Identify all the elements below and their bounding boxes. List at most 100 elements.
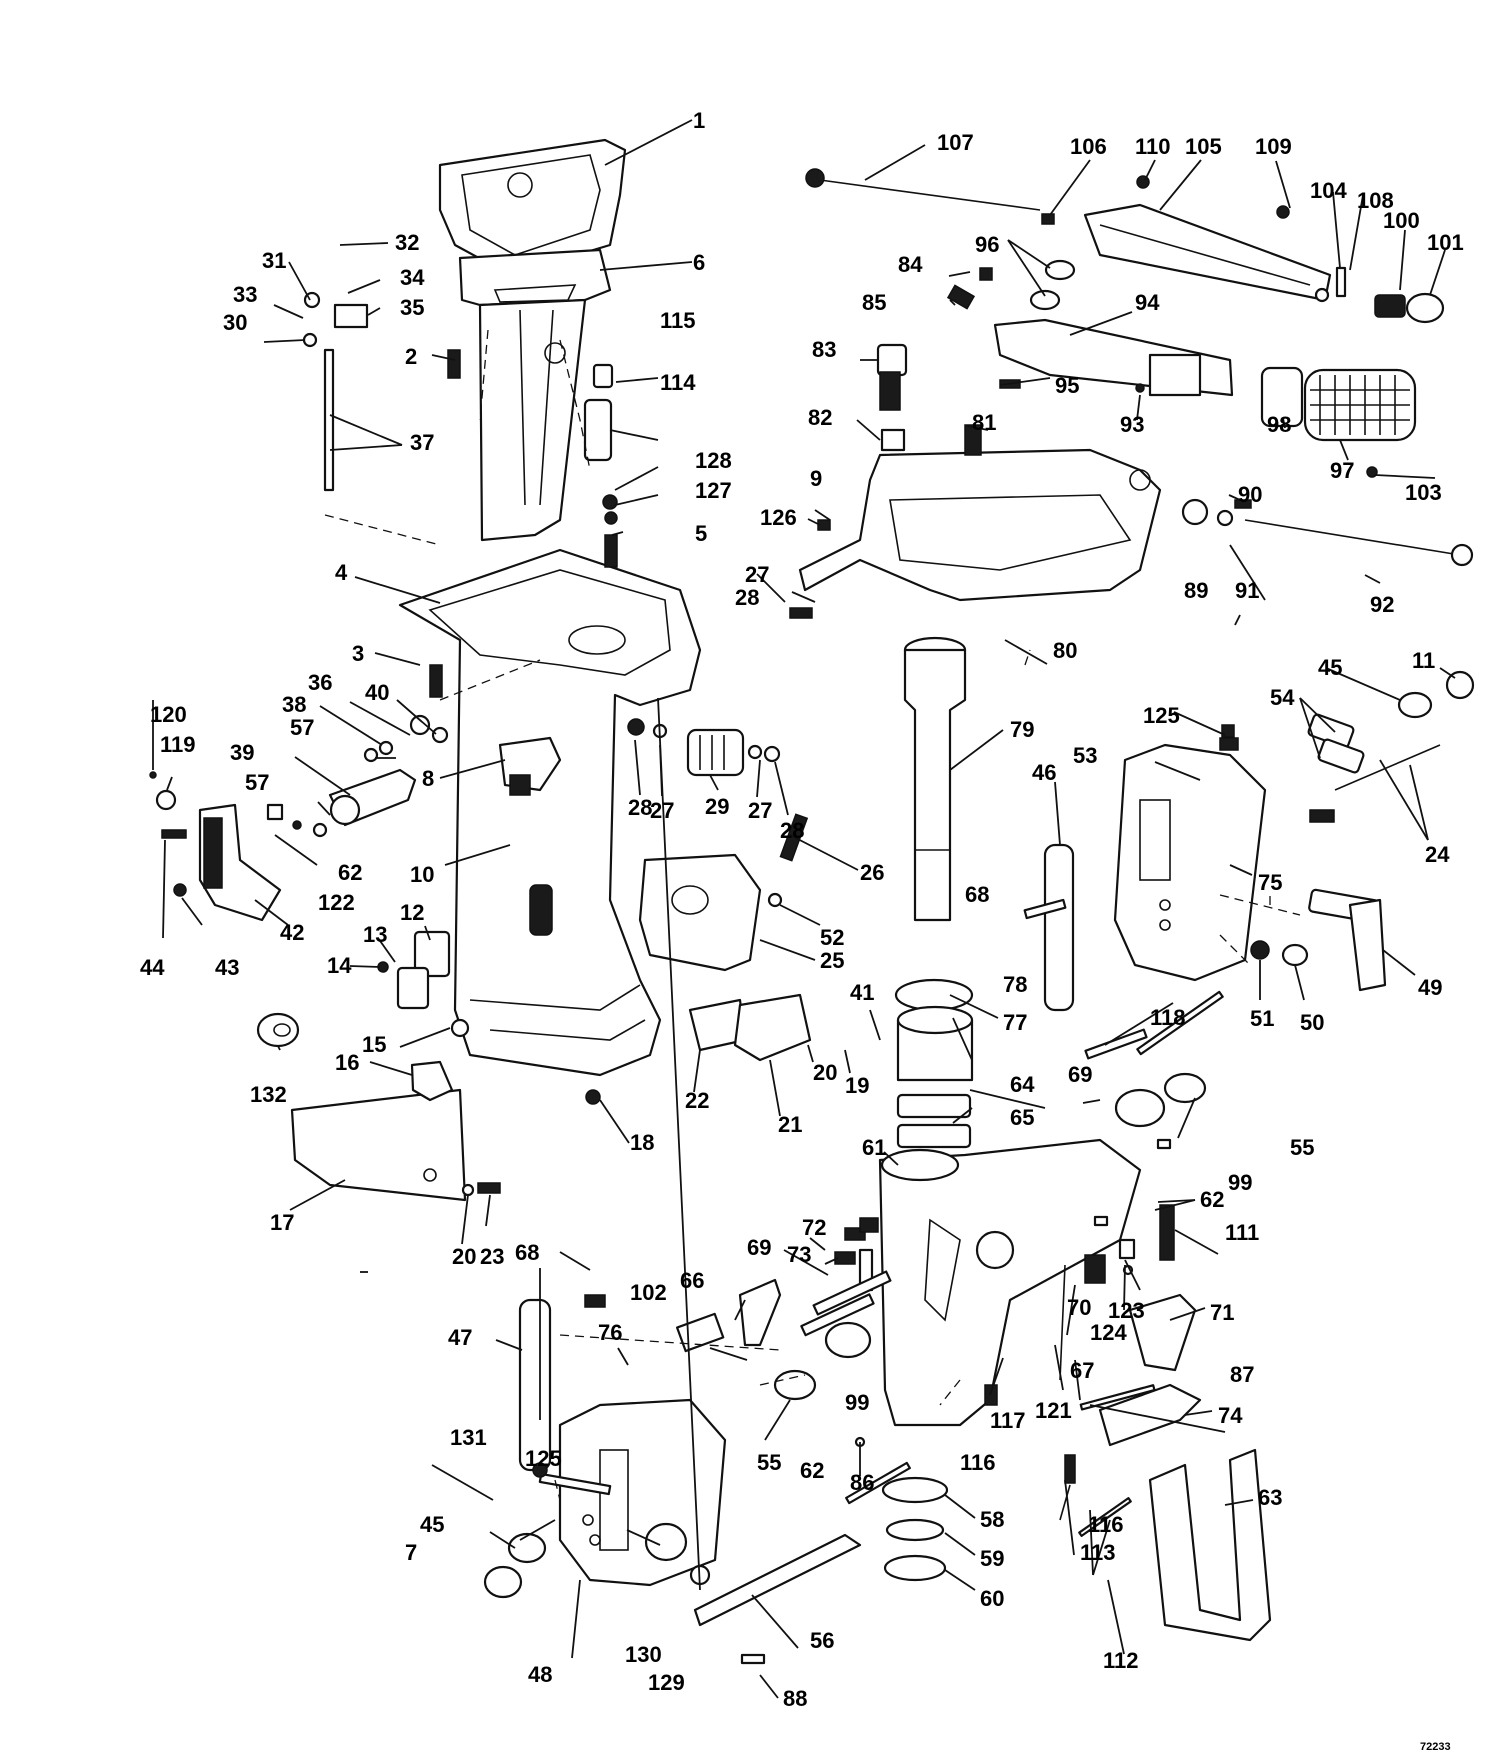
callout-8: 8 [422, 766, 434, 791]
callout-63: 63 [1258, 1485, 1282, 1510]
callout-28a: 28 [735, 585, 759, 610]
callout-22: 22 [685, 1088, 709, 1113]
callout-17: 17 [270, 1210, 294, 1235]
part-97-grip [1303, 368, 1417, 442]
callout-85: 85 [862, 290, 886, 315]
callout-7: 7 [405, 1540, 417, 1565]
callout-55b: 55 [757, 1450, 781, 1475]
part-46-47-links [518, 843, 1075, 1472]
callout-29: 29 [705, 794, 729, 819]
callout-62a: 62 [1200, 1187, 1224, 1212]
callout-79: 79 [1010, 717, 1034, 742]
callout-126: 126 [760, 505, 797, 530]
callout-77: 77 [1003, 1010, 1027, 1035]
callout-13: 13 [363, 922, 387, 947]
callout-37: 37 [410, 430, 434, 455]
callout-116a: 116 [960, 1450, 996, 1475]
callout-58: 58 [980, 1507, 1004, 1532]
callout-49: 49 [1418, 975, 1442, 1000]
callout-34: 34 [400, 265, 425, 290]
callout-68b: 68 [515, 1240, 539, 1265]
callout-5: 5 [695, 521, 707, 546]
callout-125b: 125 [525, 1446, 562, 1471]
callout-115: 115 [660, 308, 696, 333]
callout-42: 42 [280, 920, 304, 945]
callout-107: 107 [937, 130, 974, 155]
callout-90: 90 [1238, 482, 1262, 507]
callout-102: 102 [630, 1280, 667, 1305]
callout-36: 36 [308, 670, 332, 695]
callout-113: 113 [1080, 1540, 1116, 1565]
callout-127: 127 [695, 478, 732, 503]
callout-81: 81 [972, 410, 996, 435]
callout-25: 25 [820, 948, 844, 973]
part-56-tilt-lever [693, 1533, 862, 1627]
part-16-cushion [410, 1060, 454, 1102]
callout-87: 87 [1230, 1362, 1254, 1387]
part-29-mount [686, 728, 745, 777]
callout-69b: 69 [747, 1235, 771, 1260]
callout-124: 124 [1090, 1320, 1127, 1345]
callout-53: 53 [1073, 743, 1097, 768]
callout-97: 97 [1330, 458, 1354, 483]
callout-83: 83 [812, 337, 836, 362]
callout-129: 129 [648, 1670, 685, 1695]
part-53-clamp-bracket-right [1113, 743, 1267, 982]
part-63-bracket [1148, 1448, 1272, 1642]
callout-88: 88 [783, 1686, 807, 1711]
callout-31: 31 [262, 248, 286, 273]
callout-32: 32 [395, 230, 419, 255]
callout-27b: 27 [748, 798, 772, 823]
callout-84: 84 [898, 252, 923, 277]
callout-38: 38 [282, 692, 306, 717]
callout-43: 43 [215, 955, 239, 980]
callout-26: 26 [860, 860, 884, 885]
part-8-grommet [498, 736, 562, 796]
callout-labels: 1 2 3 4 5 6 7 8 9 10 11 12 13 14 15 16 1… [140, 108, 1464, 1753]
callout-28b: 28 [780, 818, 804, 843]
callout-65: 65 [1010, 1105, 1034, 1130]
callout-46: 46 [1032, 760, 1056, 785]
callout-66: 66 [680, 1268, 704, 1293]
callout-71: 71 [1210, 1300, 1234, 1325]
callout-82: 82 [808, 405, 832, 430]
part-107-throttle-cable [805, 168, 1041, 211]
callout-57a: 57 [290, 715, 314, 740]
part-25-plate [638, 853, 762, 972]
callout-45b: 45 [420, 1512, 444, 1537]
callout-64: 64 [1010, 1072, 1035, 1097]
callout-48: 48 [528, 1662, 552, 1687]
callout-59: 59 [980, 1546, 1004, 1571]
callout-10: 10 [410, 862, 434, 887]
callout-47: 47 [448, 1325, 472, 1350]
callout-78: 78 [1003, 972, 1027, 997]
callout-119: 119 [160, 732, 196, 757]
callout-61: 61 [862, 1135, 886, 1160]
callout-99b: 99 [845, 1390, 869, 1415]
callout-4: 4 [335, 560, 348, 585]
callout-20a: 20 [452, 1244, 476, 1269]
callout-55a: 55 [1290, 1135, 1314, 1160]
callout-99a: 99 [1228, 1170, 1252, 1195]
callout-120: 120 [150, 702, 187, 727]
callout-104: 104 [1310, 178, 1347, 203]
callout-23: 23 [480, 1244, 504, 1269]
callout-27c: 27 [650, 798, 674, 823]
part-77-78-bearing [894, 978, 974, 1149]
part-79-steering-tube [903, 636, 967, 922]
callout-11: 11 [1412, 648, 1435, 673]
callout-105: 105 [1185, 134, 1222, 159]
callout-74: 74 [1218, 1403, 1243, 1428]
callout-3: 3 [352, 641, 364, 666]
callout-24: 24 [1425, 842, 1450, 867]
fasteners-left [149, 291, 809, 1197]
callout-106: 106 [1070, 134, 1107, 159]
part-61-swivel-bracket [878, 1138, 1142, 1427]
callout-123: 123 [1108, 1298, 1145, 1323]
part-48-clamp-bracket-left [558, 1398, 727, 1587]
callout-103: 103 [1405, 480, 1442, 505]
leader-lines [152, 119, 1456, 1699]
callout-67: 67 [1070, 1358, 1094, 1383]
callout-110: 110 [1135, 134, 1171, 159]
